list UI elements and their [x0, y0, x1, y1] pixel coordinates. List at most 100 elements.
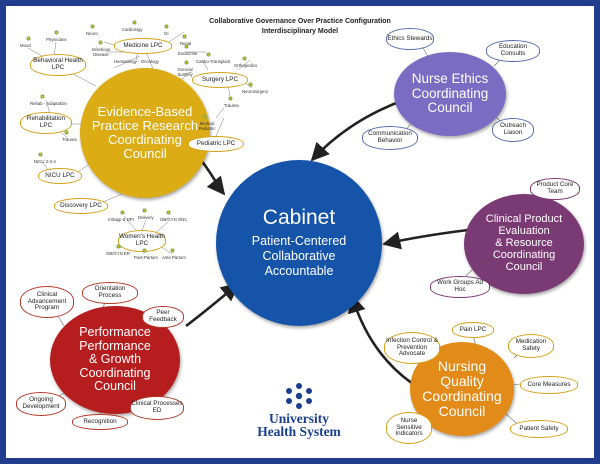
- diagram-title: Collaborative Governance Over Practice C…: [209, 18, 391, 25]
- tag-medicine-lpc: Medicine LPC: [114, 38, 172, 54]
- tag-behavioral-health-lpc: Behavioral Health LPC: [30, 54, 86, 76]
- sub-nicu-234-label: NICU 2-3-4: [34, 159, 56, 164]
- arrow-ethics-to-cabinet: [310, 98, 405, 162]
- logo-university: University: [269, 411, 329, 426]
- product-line-1: Clinical Product: [485, 213, 563, 226]
- quality-line-2: Quality: [440, 372, 484, 389]
- tag-ethics-stewards: Ethics Stewards: [386, 28, 434, 50]
- sub-renal-icon: [182, 34, 187, 39]
- arrow-product-to-cabinet: [382, 228, 469, 250]
- sub-trauma-surg-icon: [228, 96, 233, 101]
- ethics-council-circle: Nurse Ethics Coordinating Council: [394, 52, 506, 136]
- sub-endocrine-icon: [184, 44, 189, 49]
- tag-surgery-lpc: Surgery LPC: [192, 72, 248, 88]
- sub-intrapp-icon: [120, 210, 125, 215]
- sub-trauma-rehab-label: Trauma: [62, 137, 77, 142]
- sub-post-partum-label: Post-Partum: [134, 255, 158, 260]
- product-line-4: Coordinating: [492, 248, 556, 261]
- tag-nurse-sensitive-indicators: Nurse Sensitive Indicators: [386, 412, 432, 444]
- cabinet-line-collaborative: Collaborative: [262, 248, 336, 263]
- cabinet-circle: Cabinet Patient-Centered Collaborative A…: [216, 160, 382, 326]
- sub-cardio-transplant-icon: [206, 52, 211, 57]
- performance-line-2: Performance: [79, 338, 151, 353]
- sub-infectious-label: Infectious Disease: [91, 47, 111, 57]
- sub-rehab-adapt-label: Rehab - Adaptation: [30, 101, 67, 106]
- evidence-line-4: Council: [123, 146, 167, 162]
- evidence-line-2: Practice Research: [91, 117, 199, 133]
- ethics-line-2: Coordinating: [411, 85, 489, 101]
- sub-physicians-label: Physicians: [46, 37, 67, 42]
- sub-obgyn-onc-label: OB/GYN ONC: [160, 217, 188, 222]
- tag-work-groups: Work Groups Ad Hoc: [430, 276, 490, 298]
- product-line-2: Evaluation: [498, 225, 550, 238]
- sub-physicians-icon: [54, 30, 59, 35]
- evidence-line-3: Coordinating: [108, 132, 182, 147]
- tag-infection-control: Infection Control & Prevention Advocate: [384, 332, 440, 364]
- tag-medication-safety: Medication Safety: [508, 334, 554, 358]
- logo-health-system: Health System: [257, 424, 341, 439]
- tag-discovery-lpc: Discovery LPC: [54, 198, 108, 214]
- tag-rehabilitation-lpc: Rehabilitation LPC: [20, 112, 72, 134]
- performance-line-5: Council: [94, 379, 136, 394]
- tag-education-consults: Education Consults: [486, 40, 540, 62]
- cabinet-line-accountable: Accountable: [264, 263, 334, 278]
- performance-line-4: Coordinating: [79, 365, 151, 380]
- cabinet-title: Cabinet: [262, 206, 336, 230]
- sub-ante-partum-icon: [170, 248, 175, 253]
- star-logo-icon: [286, 383, 312, 409]
- sub-obgyn-er-icon: [116, 244, 121, 249]
- sub-cardio-transplant-label: Cardio-Transplant: [196, 59, 231, 64]
- sub-cardiology-icon: [132, 20, 137, 25]
- tag-recognition: Recognition: [72, 414, 128, 430]
- sub-neuro-label: Neuro: [86, 31, 98, 36]
- sub-nicu-234-icon: [38, 152, 43, 157]
- tag-product-core-team: Product Core Team: [530, 178, 580, 200]
- sub-hematology-label: Hematology - Oncology: [114, 59, 159, 64]
- sub-mood-icon: [26, 36, 31, 41]
- diagram-canvas: Collaborative Governance Over Practice C…: [6, 6, 594, 458]
- ethics-line-3: Council: [427, 100, 473, 116]
- tag-core-measures: Core Measures: [520, 376, 578, 394]
- sub-neuro-icon: [90, 24, 95, 29]
- sub-neurosurgery-label: Neurosurgery: [242, 89, 269, 94]
- sub-delivery-icon: [142, 208, 147, 213]
- tag-clinical-advancement: Clinical Advancement Program: [20, 286, 74, 318]
- sub-cardiology-label: Cardiology: [122, 27, 143, 32]
- sub-orthopedics-icon: [242, 56, 247, 61]
- sub-gi-icon: [164, 24, 169, 29]
- quality-line-4: Council: [438, 403, 486, 420]
- sub-general-surgery-label: General Surgery: [177, 67, 193, 77]
- tag-womens-health-lpc: Women's Health LPC: [118, 230, 166, 252]
- sub-trauma-surg-label: Trauma: [224, 103, 239, 108]
- sub-infectious-icon: [98, 40, 103, 45]
- product-line-3: & Resource: [495, 237, 553, 250]
- sub-mood-label: Mood: [20, 43, 31, 48]
- arrow-quality-to-cabinet: [347, 294, 417, 388]
- performance-line-1: Performance: [79, 325, 151, 340]
- sub-medical-peds-icon: [202, 114, 207, 119]
- sub-rehab-adapt-icon: [40, 94, 45, 99]
- sub-medical-peds-label: Medical Pediatric: [198, 121, 216, 131]
- product-council-circle: Clinical Product Evaluation & Resource C…: [464, 194, 584, 294]
- tag-patient-safety: Patient Safety: [510, 420, 568, 438]
- sub-delivery-label: Delivery: [138, 215, 154, 220]
- cabinet-line-patient: Patient-Centered: [251, 233, 347, 248]
- tag-outreach-liason: Outreach Liason: [492, 118, 534, 142]
- tag-peer-feedback: Peer Feedback: [142, 306, 184, 328]
- evidence-line-1: Evidence-Based: [97, 103, 193, 119]
- ethics-line-1: Nurse Ethics: [411, 71, 489, 87]
- tag-ongoing-development: Ongoing Development: [16, 392, 66, 416]
- sub-intrapp-label: Intrapp & DPI: [108, 217, 134, 222]
- quality-line-1: Nursing: [437, 357, 487, 374]
- quality-line-3: Coordinating: [422, 388, 502, 404]
- tag-clinical-processes: Clinical Processes ED: [130, 396, 184, 420]
- tag-pain-lpc: Pain LPC: [452, 322, 494, 338]
- sub-obgyn-onc-icon: [166, 210, 171, 215]
- sub-obgyn-er-label: OB/GYN ER: [106, 251, 130, 256]
- tag-pediatric-lpc: Pediatric LPC: [188, 136, 244, 152]
- tag-communication-behavior: Communication Behavior: [362, 126, 418, 150]
- sub-post-partum-icon: [142, 248, 147, 253]
- tag-orientation-process: Orientation Process: [82, 282, 138, 304]
- sub-gi-label: GI: [164, 31, 169, 36]
